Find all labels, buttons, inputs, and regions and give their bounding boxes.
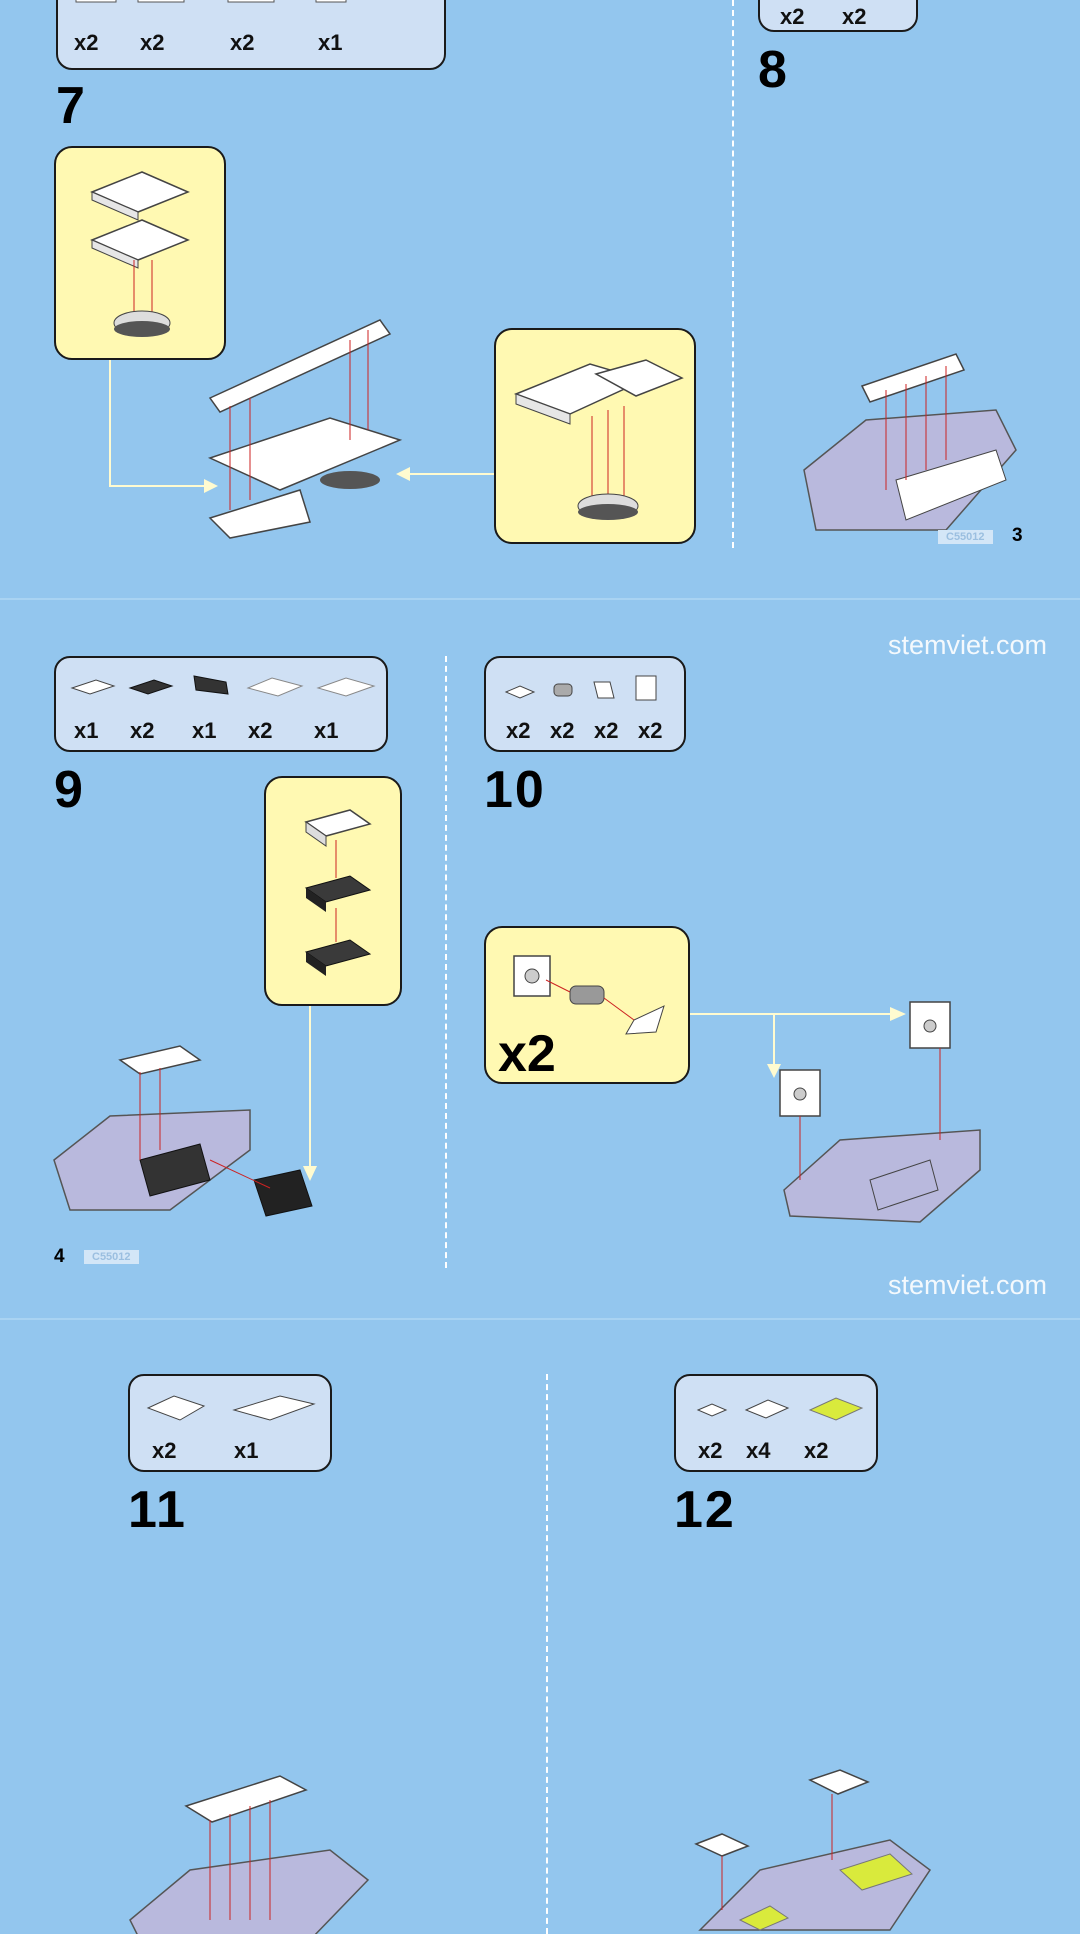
part-qty: x2 xyxy=(74,30,99,55)
step10-parts-icons xyxy=(504,675,657,701)
part-qty: x2 xyxy=(804,1438,829,1463)
part-qty: x2 xyxy=(248,718,273,743)
subassembly-illustration xyxy=(90,171,190,337)
step8-assembly xyxy=(803,353,1017,531)
part-qty: x1 xyxy=(192,718,217,743)
step-number: 7 xyxy=(56,77,87,135)
part-qty: x2 xyxy=(594,718,619,743)
step7-subassembly-callout-right xyxy=(494,328,696,544)
step12-parts-icons xyxy=(696,1397,864,1421)
page-separator xyxy=(0,1318,1080,1320)
set-code: C55012 xyxy=(84,1250,139,1264)
part-qty: x2 xyxy=(140,30,165,55)
step-number: 10 xyxy=(484,761,546,819)
instruction-page-bottom: x2 x1 11 x2 x4 x2 12 xyxy=(0,1320,1080,1934)
part-qty: x2 xyxy=(698,1438,723,1463)
step-number: 8 xyxy=(758,41,789,99)
step11-assembly xyxy=(129,1775,370,1934)
subassembly-illustration xyxy=(304,809,372,976)
part-qty: x1 xyxy=(314,718,339,743)
step9-assembly xyxy=(53,1045,313,1217)
step11-parts-icons xyxy=(146,1395,316,1421)
part-qty: x2 xyxy=(152,1438,177,1463)
step9-parts-box: x1 x2 x1 x2 x1 xyxy=(54,656,388,752)
instruction-page-middle: stemviet.com x1 x2 x1 x2 x1 9 xyxy=(0,600,1080,1318)
step10-parts-box: x2 x2 x2 x2 xyxy=(484,656,686,752)
part-qty: x1 xyxy=(74,718,99,743)
instruction-page-top: x2 x2 x2 x1 7 xyxy=(0,0,1080,598)
arrow-icon xyxy=(109,360,218,493)
part-qty: x2 xyxy=(842,4,867,29)
step7-parts-icons xyxy=(75,0,347,3)
set-code: C55012 xyxy=(938,530,993,544)
step8-parts-box: x2 x2 xyxy=(758,0,918,32)
step-number: 11 xyxy=(128,1481,187,1539)
page-number: 3 xyxy=(1012,525,1023,546)
step9-parts-icons xyxy=(70,675,376,697)
part-qty: x2 xyxy=(230,30,255,55)
page-number: 4 xyxy=(54,1246,65,1267)
step10-assembly xyxy=(779,1001,981,1223)
step12-parts-box: x2 x4 x2 xyxy=(674,1374,878,1472)
part-qty: x1 xyxy=(318,30,343,55)
subassembly-illustration xyxy=(513,359,684,520)
part-qty: x2 xyxy=(638,718,663,743)
step11-parts-box: x2 x1 xyxy=(128,1374,332,1472)
step-divider xyxy=(445,656,447,1268)
step-divider xyxy=(732,0,734,548)
step10-subassembly-callout: x2 xyxy=(484,926,690,1084)
step7-subassembly-callout-left xyxy=(54,146,226,360)
step9-subassembly-callout xyxy=(264,776,402,1006)
part-qty: x2 xyxy=(506,718,531,743)
watermark: stemviet.com xyxy=(888,630,1048,660)
watermark: stemviet.com xyxy=(888,1270,1048,1300)
step12-assembly xyxy=(694,1769,932,1931)
arrow-icon xyxy=(396,467,496,481)
part-qty: x2 xyxy=(130,718,155,743)
part-qty: x2 xyxy=(780,4,805,29)
part-qty: x2 xyxy=(550,718,575,743)
step-number: 12 xyxy=(674,1481,736,1539)
part-qty: x4 xyxy=(746,1438,771,1463)
arrow-icon xyxy=(690,1007,906,1078)
callout-multiplier: x2 xyxy=(498,1025,556,1083)
part-qty: x1 xyxy=(234,1438,259,1463)
subassembly-illustration xyxy=(513,955,665,1035)
page-separator xyxy=(0,598,1080,600)
step7-main-assembly xyxy=(207,319,403,539)
step-divider xyxy=(546,1374,548,1934)
step-number: 9 xyxy=(54,761,85,819)
step7-parts-box: x2 x2 x2 x1 xyxy=(56,0,446,70)
arrow-icon xyxy=(303,1006,317,1181)
